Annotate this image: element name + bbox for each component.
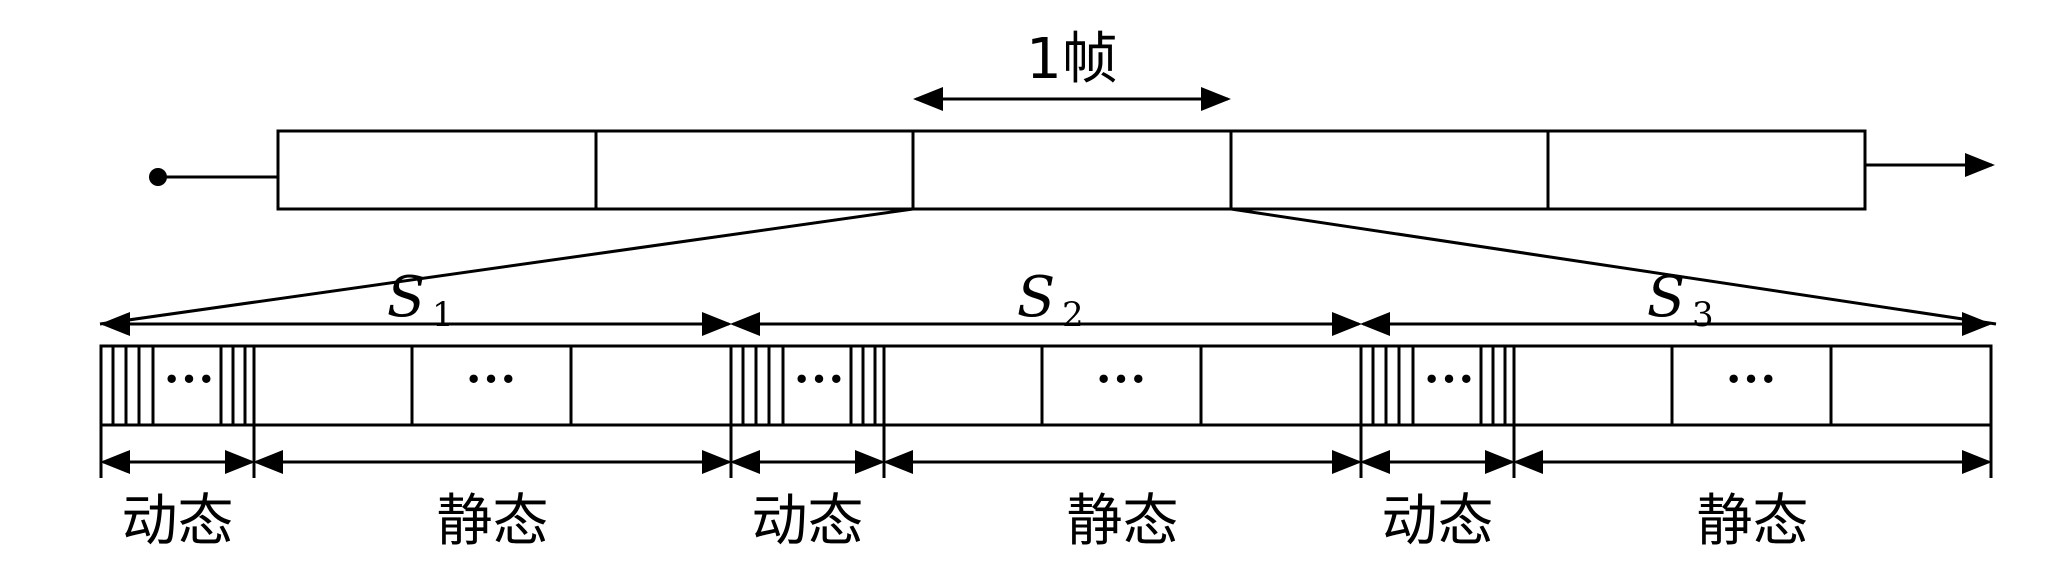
- segment-subscript: 3: [1692, 295, 1714, 335]
- dynamic-label: 动态: [122, 489, 234, 554]
- segment-subscript: 2: [1062, 295, 1084, 335]
- dynamic-ellipsis: ···: [1423, 351, 1475, 408]
- segment-label: S: [1017, 265, 1055, 330]
- timeline-frame-strip: [276, 129, 1867, 211]
- dynamic-label: 动态: [1382, 489, 1494, 554]
- static-label: 静态: [437, 489, 549, 554]
- expanded-frame-outline: [99, 344, 1993, 427]
- static-label: 静态: [1697, 489, 1809, 554]
- segment-subscript: 1: [432, 295, 454, 335]
- static-ellipsis: ···: [465, 351, 517, 408]
- segment-label: S: [387, 265, 425, 330]
- expansion-line-left: [99, 207, 914, 326]
- expansion-lines: [99, 207, 1997, 326]
- dynamic-label: 动态: [752, 489, 864, 554]
- expansion-line-right: [1230, 207, 1997, 326]
- dynamic-ellipsis: ···: [163, 351, 215, 408]
- one-frame-label: 1帧: [1026, 27, 1118, 92]
- static-label: 静态: [1067, 489, 1179, 554]
- segment-label: S: [1647, 265, 1685, 330]
- static-ellipsis: ···: [1725, 351, 1777, 408]
- static-ellipsis: ···: [1095, 351, 1147, 408]
- dynamic-ellipsis: ···: [793, 351, 845, 408]
- timeline: [149, 129, 1995, 211]
